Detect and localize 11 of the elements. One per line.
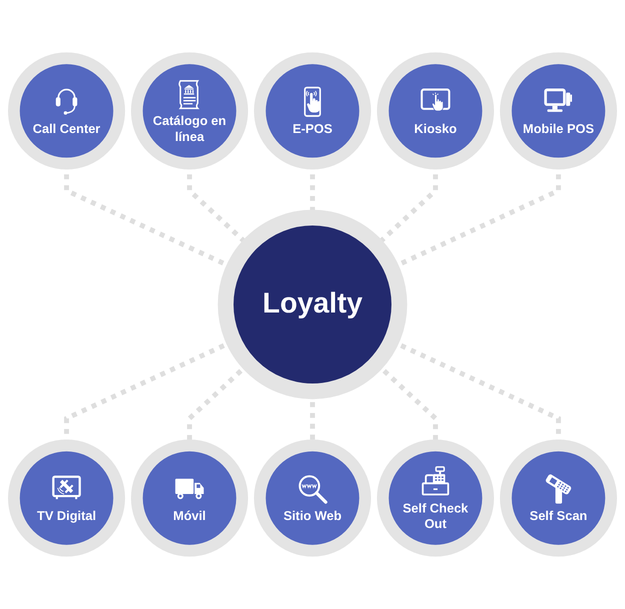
node-circle: Self Check Out: [376, 440, 494, 557]
node-circle: Self Scan: [500, 440, 617, 557]
node-circle: TV Digital: [8, 440, 126, 557]
node-circle: E-POS: [254, 52, 372, 170]
node-circle: Sitio Web: [254, 440, 372, 557]
node-circle: Kiosko: [376, 52, 494, 170]
node-circle: Loyalty: [218, 210, 408, 400]
node-circle: Mobile POS: [500, 52, 617, 170]
node-circle: Catálogo en línea: [130, 52, 248, 170]
node-circle: Call Center: [8, 52, 126, 170]
node-circle: Móvil: [130, 440, 248, 557]
